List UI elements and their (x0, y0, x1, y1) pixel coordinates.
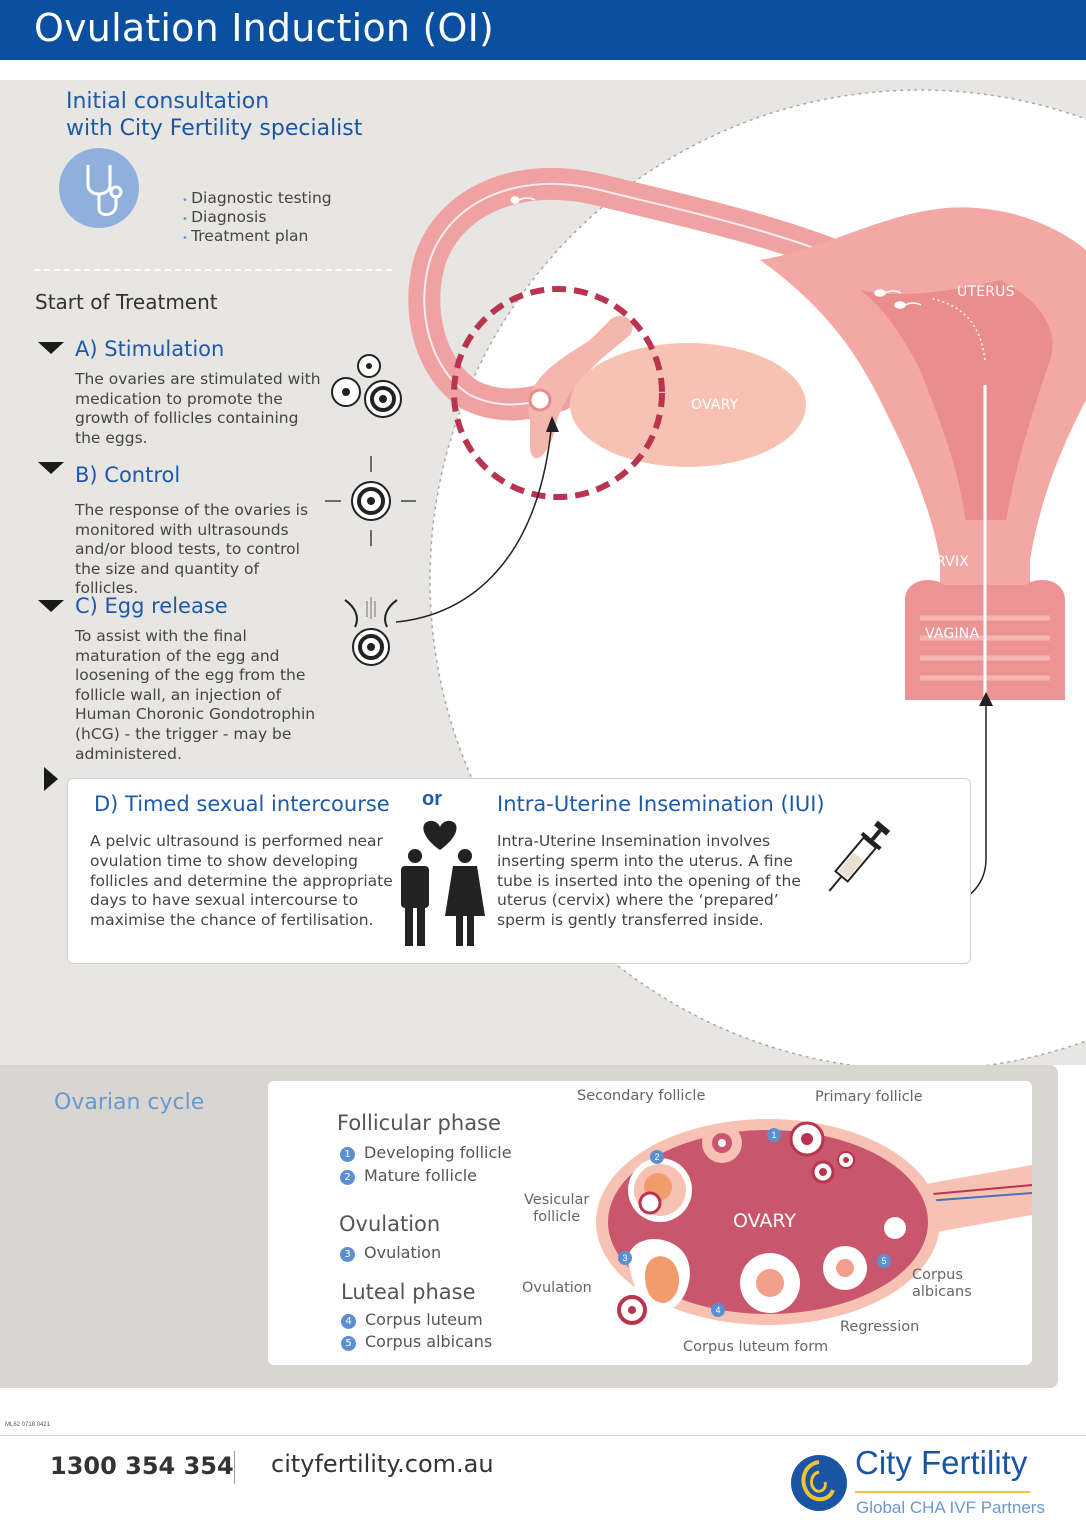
options-box (67, 778, 971, 964)
follicles-icon (331, 354, 402, 418)
phase-follicular: Follicular phase (337, 1111, 501, 1135)
bullet-item: Diagnosis (182, 209, 332, 228)
header-bar: Ovulation Induction (OI) (0, 0, 1086, 60)
egg-release-icon (344, 597, 398, 666)
or-label: or (422, 788, 442, 810)
phone-number[interactable]: 1300 354 354 (50, 1452, 234, 1480)
iui-body: Intra-Uterine Insemination involves inse… (497, 832, 801, 930)
fallopian-tube-inner (423, 182, 871, 406)
step-a-marker-icon (38, 342, 64, 354)
iui-title: Intra-Uterine Insemination (IUI) (497, 792, 825, 816)
legend-item: 2 Mature follicle (340, 1166, 477, 1185)
step-c-marker-icon (38, 600, 64, 612)
target-follicle-icon (325, 456, 416, 546)
phase-ovulation: Ovulation (339, 1212, 441, 1236)
legend-label: Ovulation (364, 1243, 442, 1262)
primary-follicle-label: Primary follicle (815, 1089, 923, 1105)
document-code: ML62 0718 0421 (5, 1422, 51, 1428)
brand-subtitle: Global CHA IVF Partners (856, 1498, 1045, 1517)
step-b-body: The response of the ovaries is monitored… (75, 501, 309, 598)
consultation-bullets: Diagnostic testing Diagnosis Treatment p… (182, 190, 332, 247)
corpus-luteum-form-label: Corpus luteum form (683, 1339, 829, 1355)
legend-item: 1 Developing follicle (340, 1143, 512, 1162)
legend-label: Mature follicle (364, 1166, 478, 1185)
legend-number: 5 (341, 1336, 356, 1351)
uterus-label: UTERUS (957, 284, 1015, 300)
secondary-follicle-label: Secondary follicle (577, 1088, 706, 1104)
step-d-marker-icon (44, 767, 58, 791)
ovulation-highlight-circle (451, 286, 665, 500)
footer-separator (234, 1451, 235, 1484)
tsi-title: D) Timed sexual intercourse (94, 792, 390, 816)
consultation-title-line2: with City Fertility specialist (66, 115, 362, 142)
marker-4: 4 (715, 1305, 720, 1315)
marker-1: 1 (771, 1130, 776, 1140)
egg-release-arrow (395, 419, 553, 623)
consultation-title-brand: City Fertility specialist (119, 116, 363, 141)
footer-divider (0, 1435, 1086, 1436)
egg-release-arrowhead (546, 416, 559, 432)
regression-label: Regression (840, 1319, 920, 1335)
cycle-tube (920, 1165, 1032, 1235)
marker-5: 5 (881, 1256, 886, 1266)
marker-3: 3 (622, 1253, 627, 1263)
phase-luteal: Luteal phase (341, 1280, 476, 1304)
syringe-icon (828, 820, 891, 892)
stethoscope-icon (59, 148, 139, 228)
legend-number: 3 (340, 1247, 355, 1262)
step-b-marker-icon (38, 462, 64, 474)
step-c-title: C) Egg release (75, 594, 228, 618)
tsi-body: A pelvic ultrasound is performed near ov… (90, 832, 393, 930)
sperm-icons (510, 196, 922, 309)
consultation-title: Initial consultation with City Fertility… (66, 88, 362, 142)
city-fertility-logo-icon (791, 1455, 847, 1511)
step-a-title: A) Stimulation (75, 337, 225, 361)
ovarian-cycle-title: Ovarian cycle (54, 1090, 205, 1115)
cervix-label: CERVIX (917, 554, 970, 570)
marker-2: 2 (654, 1152, 659, 1162)
brand-rule (855, 1491, 1030, 1493)
step-c-body: To assist with the final maturation of t… (75, 627, 316, 763)
legend-item: 4 Corpus luteum (341, 1310, 483, 1329)
ovary-shape (570, 343, 806, 467)
step-b-title: B) Control (75, 463, 181, 487)
uterus-cavity (860, 280, 1053, 560)
consultation-title-line1: Initial consultation (66, 89, 270, 114)
legend-label: Developing follicle (364, 1143, 512, 1162)
corpus-luteum (740, 1217, 906, 1313)
corpus-albicans-label: Corpus albicans (912, 1267, 972, 1300)
treatment-heading: Start of Treatment (35, 290, 218, 314)
bullet-item: Treatment plan (182, 228, 332, 247)
cycle-ovary-label: OVARY (733, 1210, 796, 1232)
ovarian-cycle-diagram: 1 2 3 4 5 (596, 1119, 1032, 1325)
step-a-body: The ovaries are stimulated with medicati… (75, 370, 321, 447)
page-title: Ovulation Induction (OI) (34, 6, 495, 50)
ovulation-diagram-label: Ovulation (522, 1280, 592, 1296)
cycle-markers: 1 2 3 4 5 (618, 1128, 891, 1317)
legend-item: 5 Corpus albicans (341, 1332, 492, 1351)
legend-number: 2 (340, 1170, 355, 1185)
vagina-label: VAGINA (925, 626, 980, 642)
iui-arrowhead (979, 692, 993, 706)
vesicular-follicle-label: Vesicular follicle (524, 1192, 590, 1225)
ovulating-follicle (617, 1239, 690, 1325)
released-egg (528, 388, 552, 412)
couple-heart-icon (401, 820, 485, 946)
ovary-label: OVARY (691, 397, 739, 413)
section-divider (34, 269, 392, 271)
developing-follicles (702, 1121, 855, 1184)
legend-number: 1 (340, 1147, 355, 1162)
legend-number: 4 (341, 1314, 356, 1329)
consultation-title-prefix: with (66, 116, 120, 141)
website-link[interactable]: cityfertility.com.au (271, 1450, 494, 1478)
legend-label: Corpus albicans (365, 1332, 493, 1351)
mature-follicle (628, 1158, 692, 1222)
sperm-path-arrow (929, 297, 986, 361)
bullet-item: Diagnostic testing (182, 190, 332, 209)
legend-label: Corpus luteum (365, 1310, 483, 1329)
legend-item: 3 Ovulation (340, 1243, 441, 1262)
brand-name: City Fertility (855, 1444, 1028, 1481)
